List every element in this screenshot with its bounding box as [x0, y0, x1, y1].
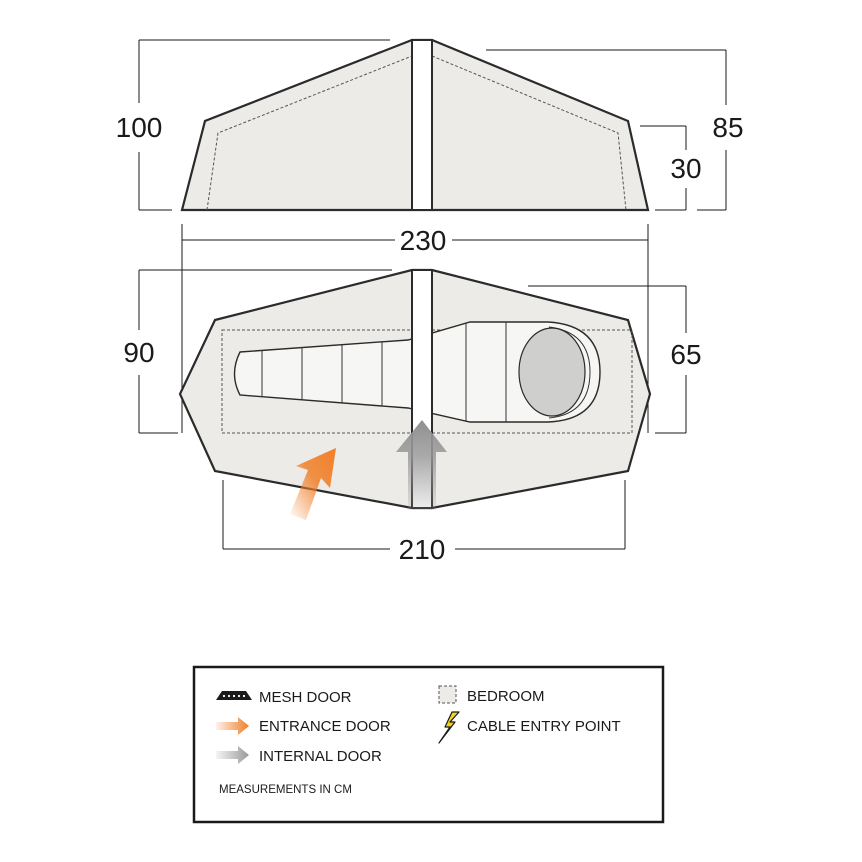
internal-door-arrow-icon [216, 746, 249, 764]
side-pole [411, 39, 433, 211]
width-65-label: 65 [670, 339, 701, 370]
legend-label-cable-entry: CABLE ENTRY POINT [467, 718, 621, 735]
height-30-label: 30 [670, 153, 701, 184]
side-elevation-view: 100 85 30 [116, 38, 744, 212]
cable-entry-lightning-icon [438, 711, 460, 744]
height-100-label: 100 [116, 112, 163, 143]
height-100-dimension: 100 [116, 39, 390, 211]
legend-cable-entry: CABLE ENTRY POINT [438, 711, 621, 744]
legend-bedroom: BEDROOM [438, 685, 545, 705]
entrance-door-arrow-icon [216, 717, 249, 735]
length-230-label: 230 [400, 225, 447, 256]
width-90-dimension: 90 [123, 269, 392, 434]
height-85-label: 85 [712, 112, 743, 143]
length-210-dimension: 210 [222, 480, 626, 565]
bedroom-icon [438, 685, 457, 704]
legend-entrance-door: ENTRANCE DOOR [216, 717, 391, 735]
height-30-dimension: 30 [640, 125, 702, 211]
internal-door-arrow [396, 420, 447, 510]
mesh-door-icon [216, 691, 252, 700]
legend-internal-door: INTERNAL DOOR [216, 746, 382, 765]
measurements-note: MEASUREMENTS IN CM [219, 784, 352, 796]
legend-box: MESH DOOR ENTRANCE DOOR INTERNAL DOOR BE… [192, 665, 665, 824]
width-65-dimension: 65 [528, 285, 702, 434]
legend-label-mesh-door: MESH DOOR [259, 689, 352, 706]
legend-label-entrance-door: ENTRANCE DOOR [259, 718, 391, 735]
legend-label-bedroom: BEDROOM [467, 688, 545, 705]
legend-label-internal-door: INTERNAL DOOR [259, 748, 382, 765]
side-inner-dashed-line [206, 55, 627, 211]
width-90-label: 90 [123, 337, 154, 368]
entrance-door-arrow [290, 448, 336, 520]
height-85-dimension: 85 [486, 49, 744, 211]
length-210-label: 210 [399, 534, 446, 565]
floor-plan-view: 90 65 [123, 268, 702, 520]
legend-mesh-door: MESH DOOR [216, 689, 352, 706]
